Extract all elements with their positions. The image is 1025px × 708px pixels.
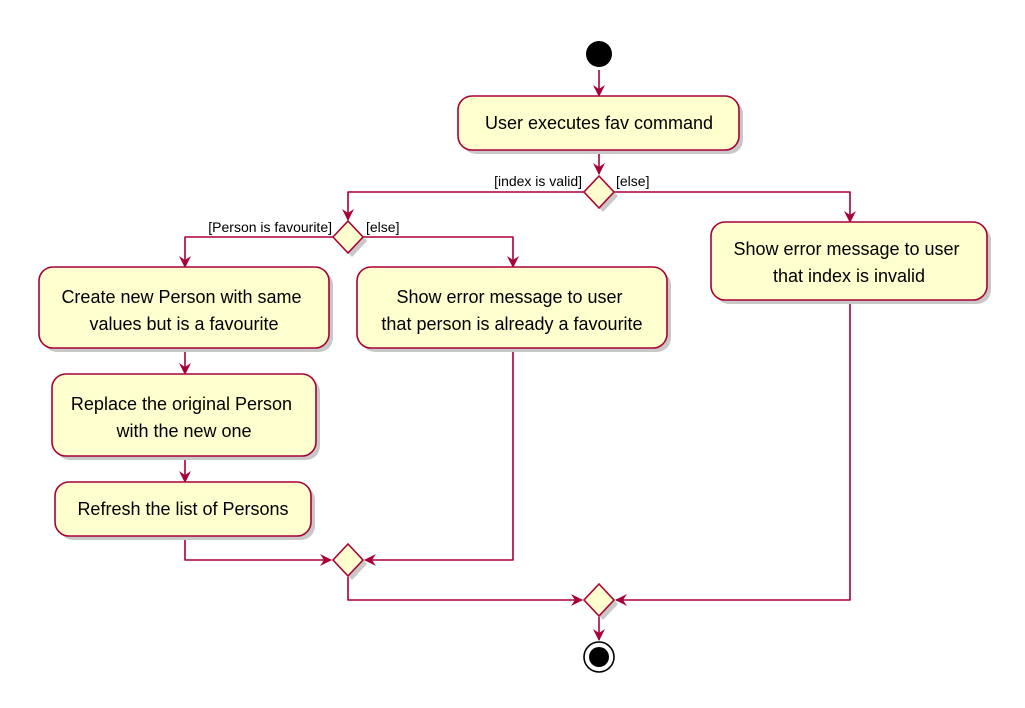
activity-replace-person-line-2: with the new one xyxy=(115,421,251,441)
merge-favourite-branches xyxy=(331,542,367,580)
activity-execute-fav: User executes fav command xyxy=(457,95,743,154)
edge-favourite-else-branch xyxy=(363,236,519,268)
guard-favourite-else: [else] xyxy=(366,219,399,235)
end-node xyxy=(583,641,615,673)
svg-text:Refresh the list of Persons: Refresh the list of Persons xyxy=(77,499,288,519)
activity-show-invalid-error-line-2: that index is invalid xyxy=(773,266,925,286)
activity-show-already-favourite-error: Show error message to user that person i… xyxy=(356,266,671,352)
activity-refresh-list-line-1: Refresh the list of Persons xyxy=(77,499,288,519)
activity-execute-fav-line-1: User executes fav command xyxy=(485,113,713,133)
activity-create-favourite-person-line-1: Create new Person with same xyxy=(61,287,301,307)
edge-invalid-to-final-merge xyxy=(615,300,851,606)
edge-index-else-branch xyxy=(614,191,856,223)
activity-create-favourite-person-line-2: values but is a favourite xyxy=(89,314,278,334)
decision-index-valid xyxy=(582,174,618,212)
guard-index-else: [else] xyxy=(616,173,649,189)
decision-person-favourite xyxy=(331,219,367,257)
merge-final xyxy=(582,582,618,620)
edge-refresh-to-merge xyxy=(184,536,332,566)
edges xyxy=(179,70,856,641)
edge-index-valid-branch xyxy=(342,191,584,221)
start-node xyxy=(586,41,612,67)
edge-already-fav-to-merge xyxy=(364,348,514,566)
svg-text:Replace the original Person: Replace the original Person with the new… xyxy=(71,394,297,441)
activity-refresh-list: Refresh the list of Persons xyxy=(54,481,315,540)
activity-replace-person: Replace the original Person with the new… xyxy=(51,373,320,460)
guard-index-valid: [index is valid] xyxy=(494,173,582,189)
svg-text:Create new Person with same: Create new Person with same values but i… xyxy=(61,287,306,334)
svg-text:User executes fav command: User executes fav command xyxy=(485,113,713,133)
activity-show-already-favourite-error-line-2: that person is already a favourite xyxy=(381,314,642,334)
activity-show-invalid-error: Show error message to user that index is… xyxy=(710,221,991,304)
activity-replace-person-line-1: Replace the original Person xyxy=(71,394,292,414)
edge-merge-to-final-merge xyxy=(347,577,583,606)
activity-show-invalid-error-line-1: Show error message to user xyxy=(733,239,959,259)
activity-create-favourite-person: Create new Person with same values but i… xyxy=(38,266,333,352)
svg-text:Show error message to user: Show error message to user that index is… xyxy=(733,239,964,286)
svg-text:Show error message to user: Show error message to user that person i… xyxy=(381,287,642,334)
activity-show-already-favourite-error-line-1: Show error message to user xyxy=(396,287,622,307)
edge-favourite-yes-branch xyxy=(179,236,333,268)
guard-person-is-favourite: [Person is favourite] xyxy=(208,219,332,235)
